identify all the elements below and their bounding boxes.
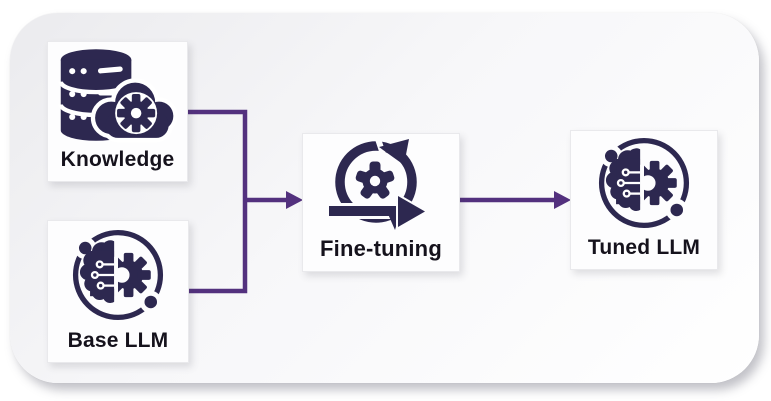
node-knowledge: Knowledge xyxy=(47,41,188,182)
base-llm-icon-wrap xyxy=(48,221,188,329)
node-fine-tuning: Fine-tuning xyxy=(302,133,460,272)
iterative-loop-gear-icon xyxy=(329,137,430,230)
tuned-llm-icon-wrap xyxy=(571,130,717,236)
fine-tuning-icon-wrap xyxy=(303,134,459,236)
node-label-fine-tuning: Fine-tuning xyxy=(320,236,442,261)
database-gear-icon xyxy=(58,49,178,143)
brain-chip-gear-icon xyxy=(598,137,690,229)
knowledge-icon-wrap xyxy=(48,42,187,148)
node-label-base-llm: Base LLM xyxy=(67,329,169,352)
node-label-tuned-llm: Tuned LLM xyxy=(587,236,701,259)
node-base-llm: Base LLM xyxy=(47,220,189,363)
node-tuned-llm: Tuned LLM xyxy=(570,130,718,270)
brain-chip-gear-icon xyxy=(72,229,164,321)
node-label-knowledge: Knowledge xyxy=(60,148,175,171)
